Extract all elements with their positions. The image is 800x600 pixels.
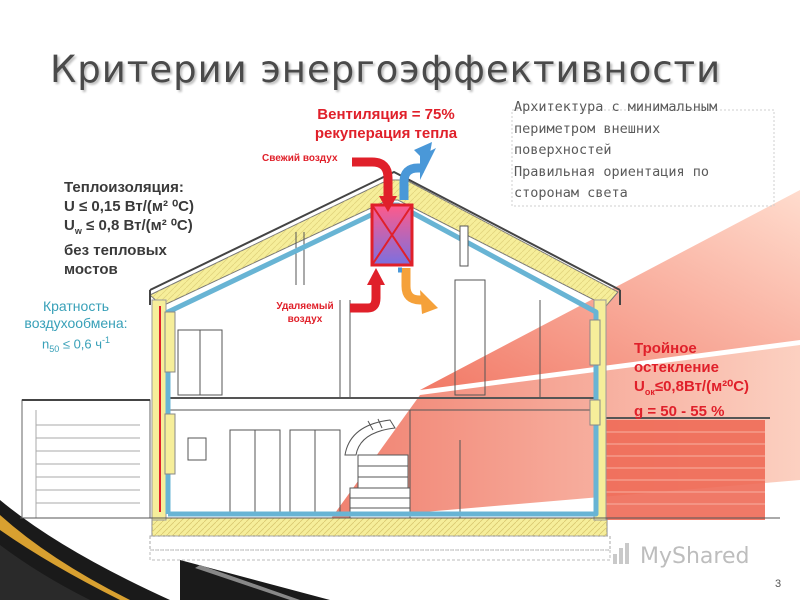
- foundation: [149, 517, 611, 561]
- page-number: 3: [775, 578, 782, 590]
- exhaust-air-line-1: Удаляемый: [276, 301, 334, 312]
- watermark-chart-icon: [613, 543, 629, 564]
- chimney: [459, 225, 469, 267]
- air-exchange-number: 0,6 ч: [73, 336, 103, 352]
- insulation-bridges-1: без тепловых: [64, 242, 167, 259]
- architecture-line-5: сторонам света: [514, 185, 628, 201]
- air-exchange-line-1: Кратность: [42, 298, 110, 314]
- glazing-u-value: Uок≤0,8Вт/(м²⁰С): [634, 378, 750, 397]
- insulation-bridges-2: мостов: [64, 261, 118, 278]
- right-shed: [600, 417, 770, 520]
- ventilation-line-1: Вентиляция = 75%: [317, 106, 455, 123]
- house-structure: [168, 232, 594, 518]
- slide-title: Критерии энергоэффективности: [50, 48, 722, 91]
- glazing-line-1: Тройное: [634, 340, 697, 357]
- glazing-line-2: остекление: [634, 359, 719, 376]
- glazing-label: Тройное остекление Uок≤0,8Вт/(м²⁰С) g = …: [634, 339, 749, 421]
- ventilation-line-2: рекуперация тепла: [314, 125, 458, 142]
- exhaust-air-arrow: [350, 282, 381, 313]
- ventilation-label: Вентиляция = 75% рекуперация тепла: [300, 105, 472, 143]
- insulation-u-value: U ≤ 0,15 Вт/(м² ⁰С): [64, 198, 195, 215]
- architecture-line-2: периметром внешних: [514, 120, 661, 137]
- architecture-box: [511, 109, 775, 207]
- supply-air-arrow: [401, 268, 424, 305]
- roof-outline: [149, 170, 621, 291]
- insulation-u-number: 0,15 Вт/(м² ⁰С): [91, 198, 195, 215]
- window-right-lower: [589, 399, 601, 426]
- insulation-heading: Теплоизоляция:: [64, 179, 184, 196]
- watermark-text: MyShared: [640, 544, 750, 569]
- air-exchange-line-2: воздухообмена:: [24, 315, 128, 331]
- exhaust-air-label: Удаляемый воздух: [270, 300, 340, 326]
- architecture-line-3: поверхностей: [514, 142, 612, 158]
- window-left-lower: [164, 413, 176, 475]
- window-left-upper: [164, 311, 176, 373]
- window-right-upper: [589, 319, 601, 366]
- corner-decoration: [0, 500, 330, 600]
- architecture-label: Архитектура с минимальным периметром вне…: [514, 97, 772, 205]
- left-shed: [21, 399, 151, 519]
- glazing-g-value: g = 50 - 55 %: [634, 403, 725, 420]
- air-exchange-label: Кратность воздухообмена: n50 ≤ 0,6 ч-1: [6, 298, 146, 358]
- fresh-air-arrow: [352, 157, 393, 200]
- architecture-line-4: Правильная ориентация по: [514, 163, 710, 180]
- insulation-uw-number: 0,8 Вт/(м² ⁰С): [98, 217, 193, 234]
- insulation-label: Теплоизоляция: U ≤ 0,15 Вт/(м² ⁰С) Uw ≤ …: [64, 178, 194, 279]
- glazing-u-number: ≤0,8Вт/(м²⁰С): [654, 378, 750, 395]
- air-exchange-value: n50 ≤ 0,6 ч-1: [41, 335, 111, 354]
- insulation-uw-value: Uw ≤ 0,8 Вт/(м² ⁰С): [64, 217, 193, 236]
- fresh-air-label: Свежий воздух: [262, 153, 338, 164]
- architecture-line-1: Архитектура с минимальным: [514, 99, 718, 115]
- outgoing-air-arrow: [399, 163, 424, 200]
- exhaust-air-line-2: воздух: [287, 314, 323, 325]
